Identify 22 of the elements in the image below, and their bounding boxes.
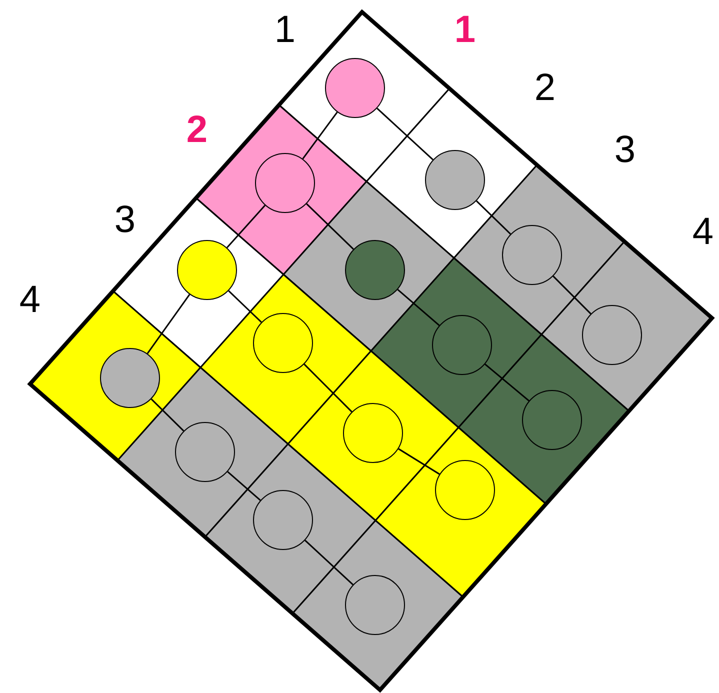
- index-number: 4: [19, 281, 41, 319]
- index-number: 2: [186, 111, 208, 149]
- connector-line: [398, 448, 440, 475]
- connector-line: [150, 398, 184, 432]
- connector-line: [304, 364, 352, 412]
- connector-line: [146, 294, 190, 354]
- connector-line: [304, 540, 354, 586]
- connector-line: [397, 289, 440, 326]
- index-number: 1: [274, 11, 296, 49]
- connector-line: [227, 471, 261, 501]
- connector-line: [226, 204, 266, 248]
- index-number: 3: [114, 201, 136, 239]
- connector-line: [484, 364, 530, 402]
- connector-line: [376, 108, 434, 160]
- index-number: 2: [534, 69, 556, 107]
- connector-line: [306, 203, 354, 250]
- connector-line: [476, 200, 512, 235]
- connector-line: [228, 290, 262, 323]
- index-number: 1: [454, 11, 476, 49]
- index-number: 3: [614, 131, 636, 169]
- connector-line: [302, 112, 338, 160]
- index-number: 4: [692, 213, 714, 251]
